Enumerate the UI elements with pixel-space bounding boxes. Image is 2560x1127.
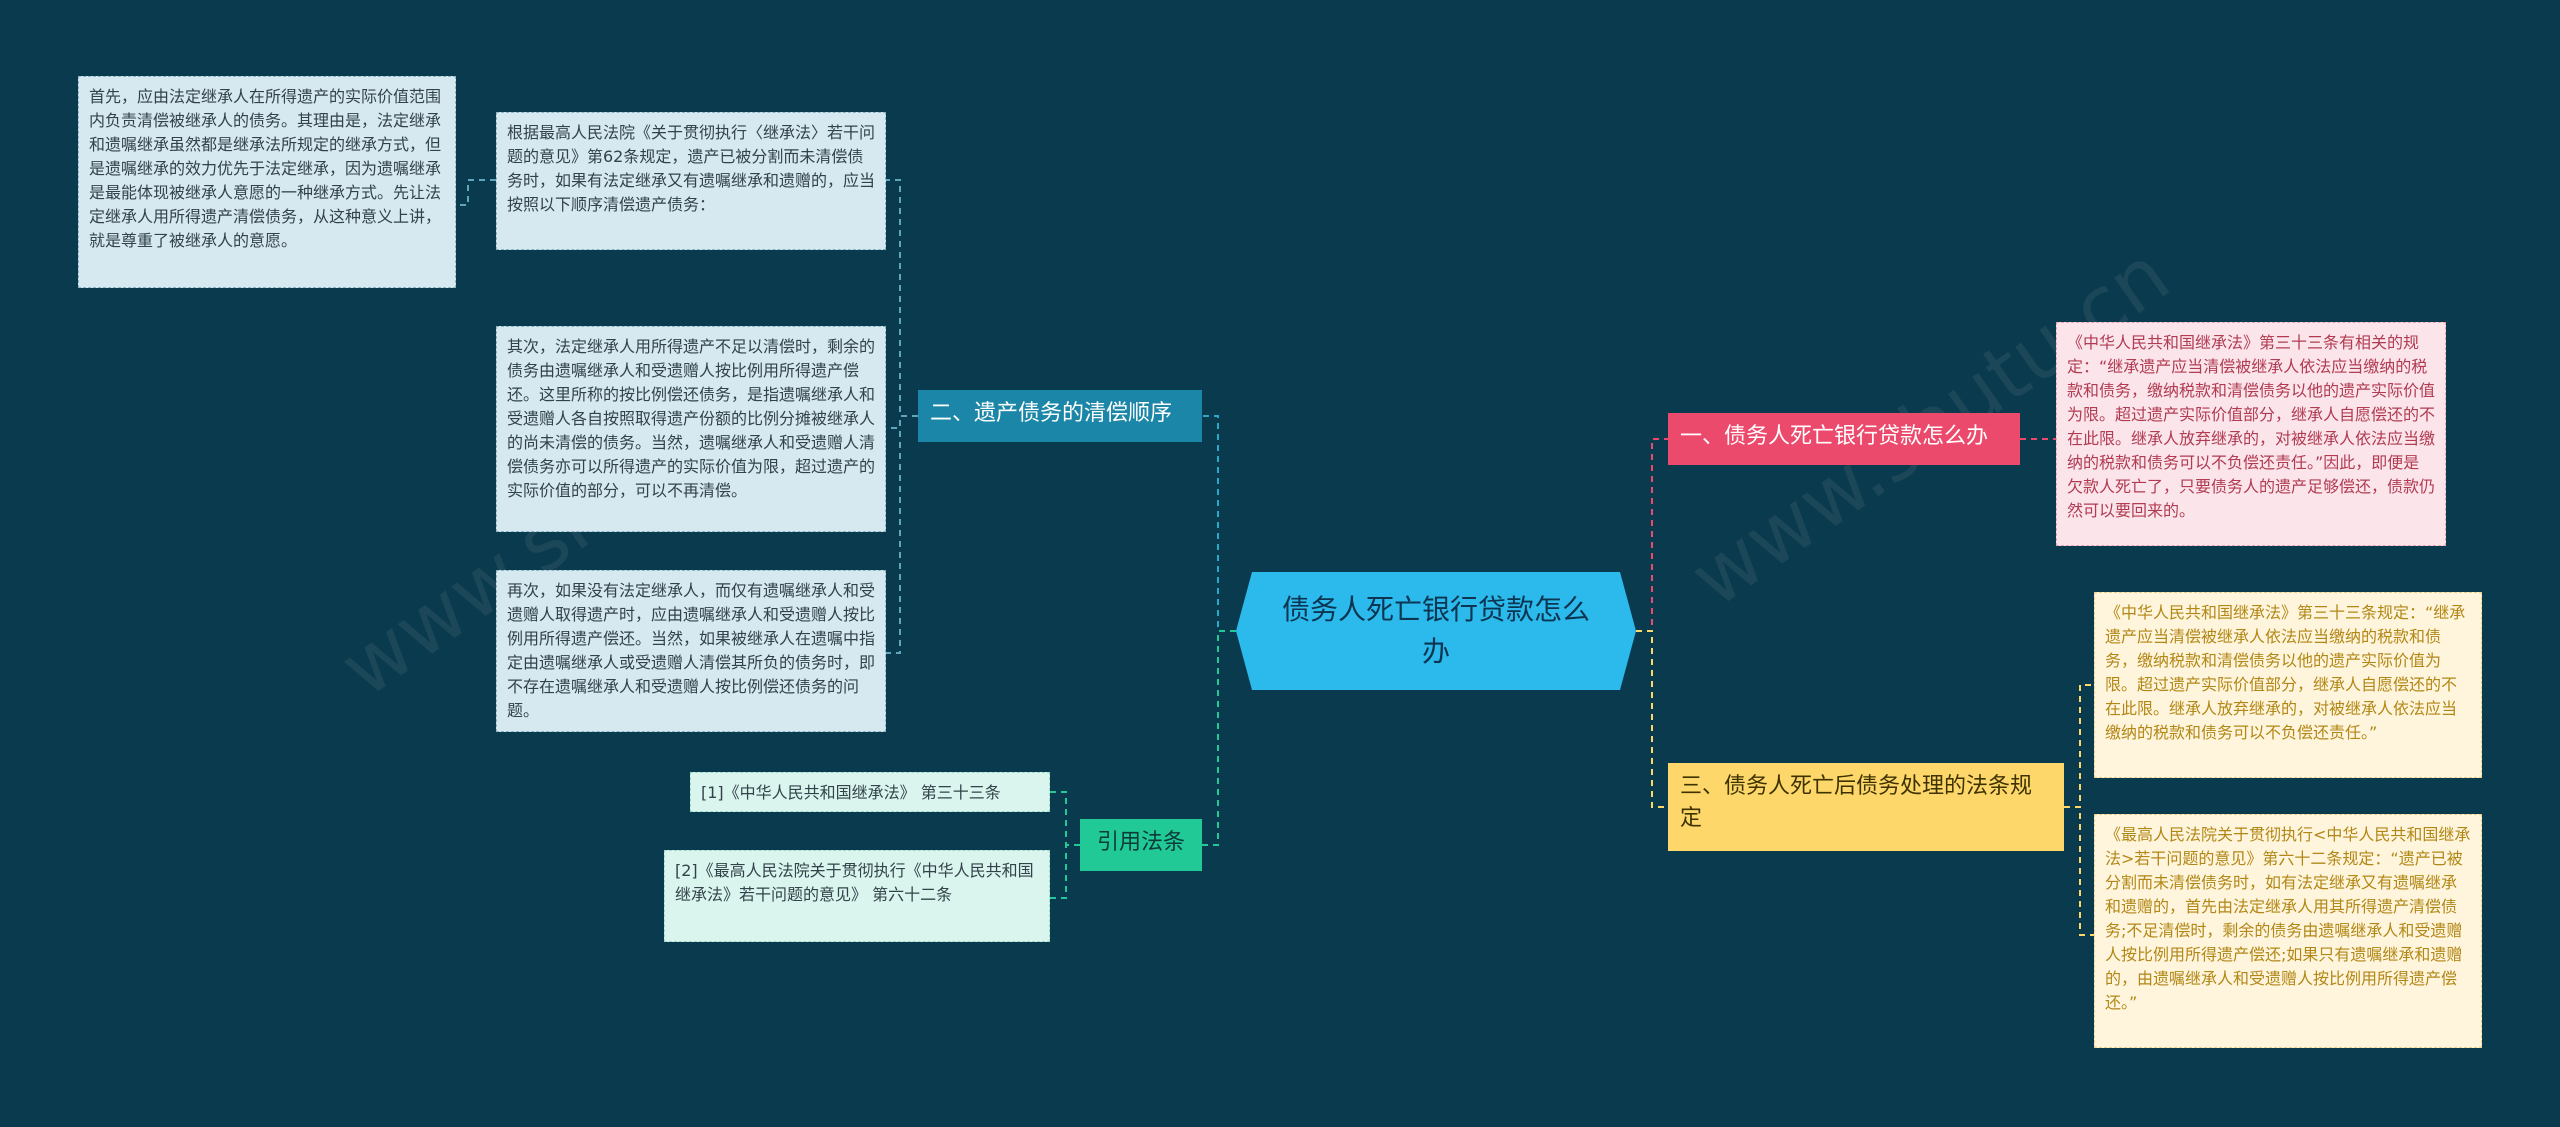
leaf-text: 《最高人民法院关于贯彻执行<中华人民共和国继承法>若干问题的意见》第六十二条规定… (2105, 825, 2471, 1012)
leaf-text: 首先，应由法定继承人在所得遗产的实际价值范围内负责清偿被继承人的债务。其理由是，… (89, 87, 442, 250)
leaf-order-second[interactable]: 其次，法定继承人用所得遗产不足以清偿时，剩余的债务由遗嘱继承人和受遗赠人按比例用… (496, 326, 886, 532)
leaf-law-1[interactable]: [1]《中华人民共和国继承法》 第三十三条 (690, 772, 1050, 812)
branch-repayment-order[interactable]: 二、遗产债务的清偿顺序 (918, 390, 1202, 442)
leaf-order-first[interactable]: 首先，应由法定继承人在所得遗产的实际价值范围内负责清偿被继承人的债务。其理由是，… (78, 76, 456, 288)
branch-label: 引用法条 (1096, 830, 1185, 855)
leaf-order-third[interactable]: 再次，如果没有法定继承人，而仅有遗嘱继承人和受遗赠人取得遗产时，应由遗嘱继承人和… (496, 570, 886, 732)
branch-label: 一、债务人死亡银行贷款怎么办 (1680, 424, 1989, 449)
branch-cited-laws[interactable]: 引用法条 (1080, 819, 1202, 871)
leaf-text: 其次，法定继承人用所得遗产不足以清偿时，剩余的债务由遗嘱继承人和受遗赠人按比例用… (507, 337, 876, 500)
leaf-text: 根据最高人民法院《关于贯彻执行〈继承法〉若干问题的意见》第62条规定，遗产已被分… (507, 123, 876, 214)
leaf-law-2[interactable]: [2]《最高人民法院关于贯彻执行《中华人民共和国继承法》若干问题的意见》 第六十… (664, 850, 1050, 942)
leaf-provision-1[interactable]: 《中华人民共和国继承法》第三十三条规定：“继承遗产应当清偿被继承人依法应当缴纳的… (2094, 592, 2482, 778)
branch-label: 三、债务人死亡后债务处理的法条规定 (1680, 774, 2033, 831)
leaf-text: [2]《最高人民法院关于贯彻执行《中华人民共和国继承法》若干问题的意见》 第六十… (675, 861, 1034, 904)
branch-bank-loan[interactable]: 一、债务人死亡银行贷款怎么办 (1668, 413, 2020, 465)
leaf-loan-detail[interactable]: 《中华人民共和国继承法》第三十三条有相关的规定：“继承遗产应当清偿被继承人依法应… (2056, 322, 2446, 546)
leaf-text: 再次，如果没有法定继承人，而仅有遗嘱继承人和受遗赠人取得遗产时，应由遗嘱继承人和… (507, 581, 876, 720)
leaf-provision-2[interactable]: 《最高人民法院关于贯彻执行<中华人民共和国继承法>若干问题的意见》第六十二条规定… (2094, 814, 2482, 1048)
leaf-text: 《中华人民共和国继承法》第三十三条规定：“继承遗产应当清偿被继承人依法应当缴纳的… (2105, 603, 2466, 742)
branch-legal-provisions[interactable]: 三、债务人死亡后债务处理的法条规定 (1668, 763, 2064, 851)
leaf-text: [1]《中华人民共和国继承法》 第三十三条 (701, 783, 1001, 802)
central-topic-label: 债务人死亡银行贷款怎么办 (1281, 593, 1590, 668)
leaf-order-intro[interactable]: 根据最高人民法院《关于贯彻执行〈继承法〉若干问题的意见》第62条规定，遗产已被分… (496, 112, 886, 250)
central-topic[interactable]: 债务人死亡银行贷款怎么办 (1236, 572, 1636, 690)
leaf-text: 《中华人民共和国继承法》第三十三条有相关的规定：“继承遗产应当清偿被继承人依法应… (2067, 333, 2436, 520)
branch-label: 二、遗产债务的清偿顺序 (930, 401, 1173, 426)
